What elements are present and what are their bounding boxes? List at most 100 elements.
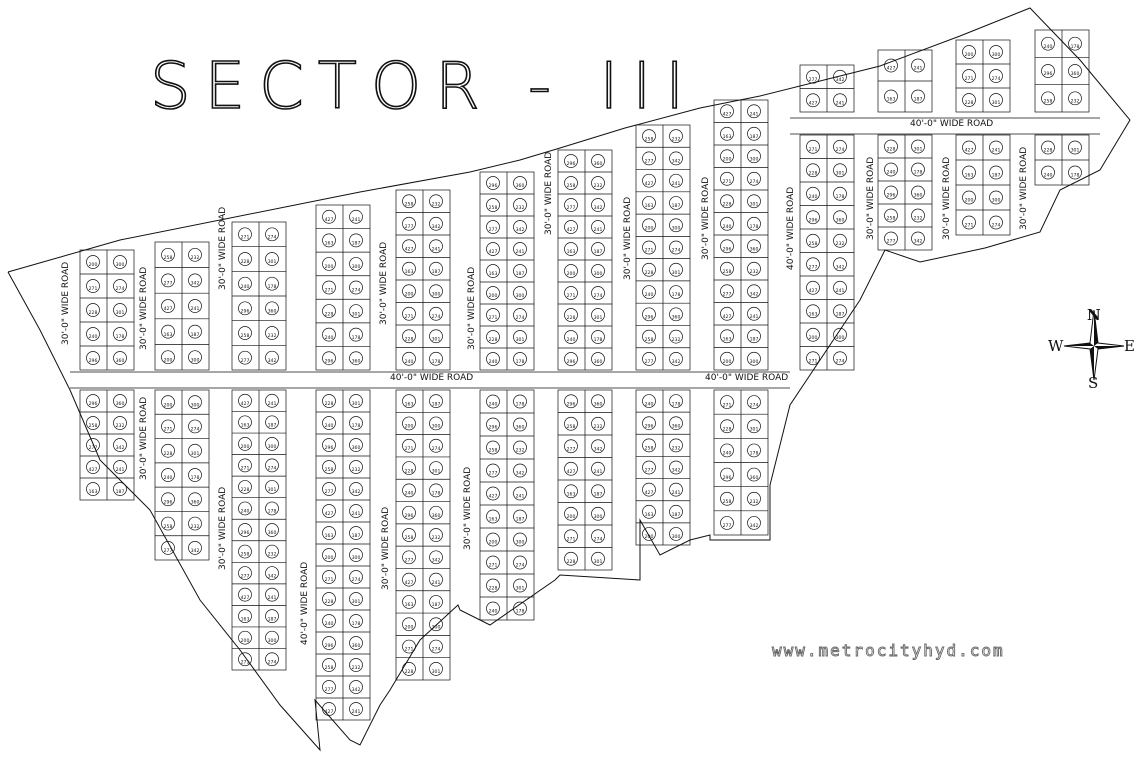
plot-area-label: 228: [723, 426, 732, 432]
plot-area-label: 301: [594, 559, 603, 565]
road-label-30ft-9: 30'-0" WIDE ROAD: [866, 157, 876, 240]
plot-area-label: 258: [405, 201, 414, 207]
plot-area-label: 200: [325, 555, 334, 561]
plot-marker: [642, 394, 656, 408]
plot-area-label: 301: [516, 337, 525, 343]
plot-marker: [429, 394, 443, 409]
plot-marker: [1041, 36, 1055, 51]
plot-marker: [429, 595, 443, 609]
plot-area-label: 427: [645, 181, 654, 187]
plot-area-label: 342: [594, 205, 603, 211]
road-label-40ft-main: 40'-0" WIDE ROAD: [390, 373, 473, 383]
plot-area-label: 277: [325, 489, 334, 495]
plot-area-label: 258: [567, 183, 576, 189]
plot-marker: [322, 233, 336, 248]
plot-marker: [238, 415, 252, 430]
plot-area-label: 296: [89, 358, 98, 364]
plot-area-label: 240: [241, 284, 250, 290]
plot-area-label: 178: [750, 224, 759, 230]
plot-marker: [564, 308, 578, 322]
plot-area-label: 228: [241, 487, 250, 493]
plot-marker: [265, 227, 279, 242]
compass-rose: N W E S: [1048, 306, 1135, 392]
road-label-40ft-north: 40'-0" WIDE ROAD: [910, 119, 993, 129]
plot-area-label: 187: [836, 311, 845, 317]
plot-area-label: 271: [89, 286, 98, 292]
plot-area-label: 274: [191, 427, 200, 433]
plot-marker: [806, 186, 820, 201]
compass-west: W: [1048, 337, 1064, 355]
plot-area-label: 296: [723, 246, 732, 252]
plot-marker: [513, 220, 527, 234]
plot-marker: [429, 528, 443, 542]
plot-area-label: 163: [645, 203, 654, 209]
plot-area-label: 301: [352, 311, 361, 317]
plot-area-label: 241: [352, 217, 361, 223]
plot-area-label: 240: [567, 337, 576, 343]
plot-marker: [564, 484, 578, 499]
plot-marker: [113, 394, 127, 408]
plot-area-label: 300: [594, 271, 603, 277]
plot-area-label: 271: [405, 647, 414, 653]
plot-marker: [86, 438, 100, 452]
plot-area-label: 187: [268, 616, 277, 622]
plot-marker: [86, 303, 100, 317]
plot-area-label: 300: [992, 198, 1001, 204]
plot-marker: [806, 351, 820, 366]
plot-area-label: 240: [325, 335, 334, 341]
plot-marker: [188, 443, 202, 458]
plot-marker: [591, 416, 605, 431]
plot-marker: [349, 351, 363, 366]
plot-area-label: 258: [809, 241, 818, 247]
plot-area-label: 277: [489, 471, 498, 477]
plot-marker: [429, 284, 443, 299]
plot-area-label: 296: [567, 359, 576, 365]
plot-marker: [429, 461, 443, 475]
plot-marker: [238, 458, 252, 473]
plot-marker: [747, 516, 761, 530]
plot-marker: [642, 196, 656, 210]
plot-marker: [806, 257, 820, 272]
plot-area-label: 232: [268, 552, 277, 558]
plot-area-label: 232: [191, 524, 200, 530]
plot-marker: [402, 306, 416, 321]
plot-marker: [188, 247, 202, 262]
plot-marker: [486, 463, 500, 478]
plot-marker: [402, 461, 416, 475]
plot-area-label: 300: [191, 357, 200, 363]
plot-marker: [591, 264, 605, 278]
plot-area-label: 228: [1044, 148, 1053, 154]
plot-area-label: 271: [325, 577, 334, 583]
plot-marker: [564, 242, 578, 256]
plot-marker: [806, 280, 820, 295]
plot-area-label: 187: [352, 533, 361, 539]
plot-area-label: 178: [352, 423, 361, 429]
plot-area-label: 200: [241, 444, 250, 450]
plot-area-label: 200: [241, 638, 250, 644]
plot-marker: [402, 216, 416, 231]
plot-area-label: 200: [489, 540, 498, 546]
plot-area-label: 241: [116, 467, 125, 473]
plot-marker: [669, 129, 683, 143]
plot-area-label: 232: [352, 467, 361, 473]
plot-marker: [113, 482, 127, 496]
plot-marker: [486, 198, 500, 212]
plot-area-label: 232: [672, 446, 681, 452]
plot-area-label: 300: [672, 225, 681, 231]
plot-marker: [113, 327, 127, 341]
plot-marker: [349, 438, 363, 452]
plot-area-label: 271: [489, 315, 498, 321]
plot-marker: [161, 247, 175, 262]
road-label-30ft-7: 30'-0" WIDE ROAD: [623, 197, 633, 280]
plot-marker: [720, 395, 734, 409]
plot-area-label: 232: [516, 205, 525, 211]
plot-marker: [513, 532, 527, 547]
plot-marker: [265, 544, 279, 559]
plot-marker: [486, 286, 500, 300]
plot-marker: [265, 276, 279, 291]
plot-area-label: 258: [241, 552, 250, 558]
plot-area-label: 200: [645, 225, 654, 231]
plot-marker: [513, 308, 527, 322]
plot-marker: [322, 548, 336, 562]
plot-marker: [642, 151, 656, 166]
